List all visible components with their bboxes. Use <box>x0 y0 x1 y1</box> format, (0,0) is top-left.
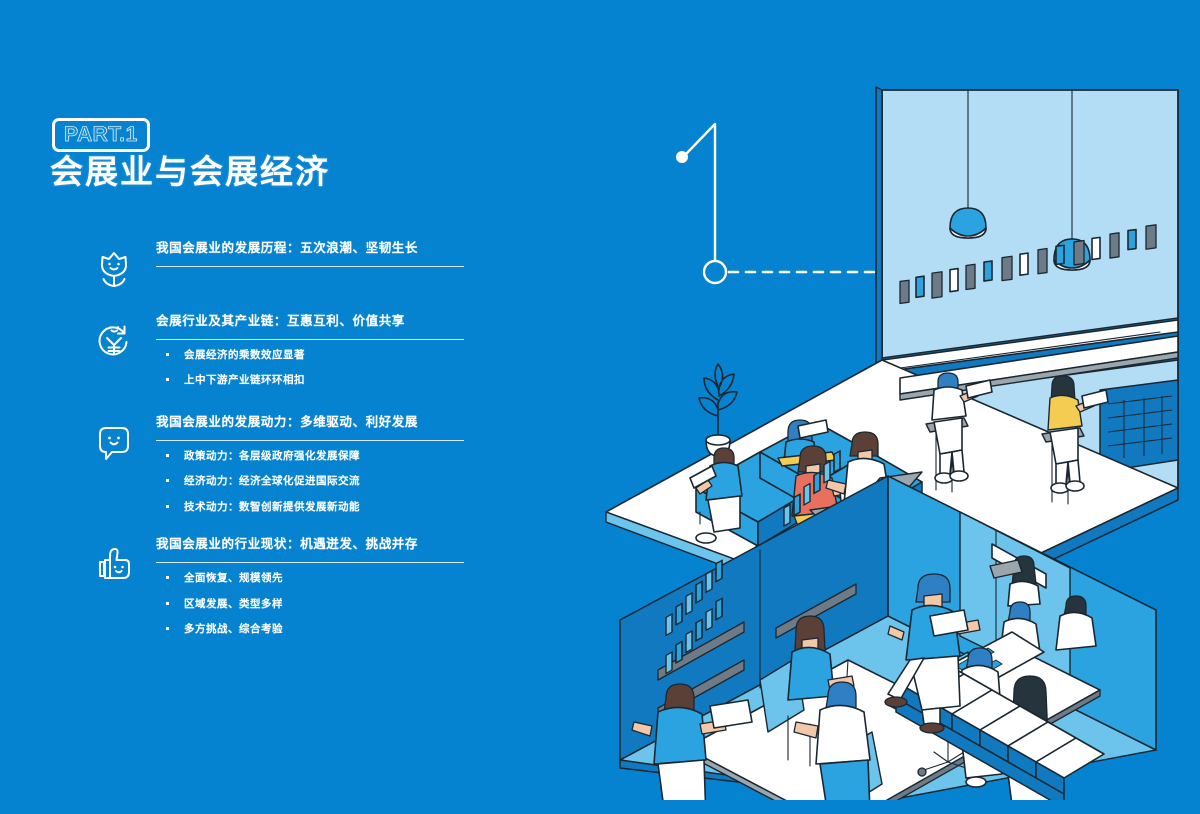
person-seated-far <box>759 615 855 767</box>
staircase <box>884 573 1105 800</box>
list-item: 经济动力：经济全球化促进国际交流 <box>156 476 490 487</box>
standing-desk-row <box>899 335 1179 505</box>
shelf-objects <box>899 224 1157 305</box>
person-standing-left <box>631 683 753 800</box>
list-item: 区域发展、类型多样 <box>156 598 490 610</box>
content-column: PART.1 会展业与会展经济 <box>0 0 520 814</box>
section-list: 我国会展业的发展历程：五次浪潮、坚韧生长 <box>90 240 490 653</box>
section-item[interactable]: 我国会展业的发展历程：五次浪潮、坚韧生长 <box>90 240 490 287</box>
list-item: 会展经济的乘数效应显著 <box>156 350 490 361</box>
section-body: 我国会展业的发展动力：多维驱动、利好发展 政策动力：各层级政府强化发展保障 经济… <box>156 414 490 512</box>
person-on-stairs <box>884 573 981 734</box>
section-body: 会展行业及其产业链：互惠互利、价值共享 会展经济的乘数效应显著 上中下游产业链环… <box>156 313 490 386</box>
person-standing-desk-a <box>925 372 993 493</box>
section-heading: 会展行业及其产业链：互惠互利、价值共享 <box>156 313 405 328</box>
section-heading: 我国会展业的发展动力：多维驱动、利好发展 <box>156 414 419 429</box>
thumbs-up-smile-icon <box>90 540 138 590</box>
page-title: 会展业与会展经济 <box>50 153 330 190</box>
flower-smile-icon <box>90 244 138 294</box>
speech-bubble-smile-icon <box>90 418 138 468</box>
bookshelves <box>657 450 857 719</box>
list-item: 上中下游产业链环环相扣 <box>156 375 490 386</box>
isometric-office-building-illustration: .ln { fill:none; stroke:#1b2730; stroke-… <box>600 60 1200 800</box>
list-item: 全面恢复、规模领先 <box>156 573 490 584</box>
section-heading: 我国会展业的发展历程：五次浪潮、坚韧生长 <box>156 241 419 255</box>
person-lounge-left <box>689 447 743 544</box>
section-divider <box>156 265 464 267</box>
person-seated-center <box>793 681 883 800</box>
section-body: 我国会展业的行业现状：机遇迸发、挑战并存 全面恢复、规模领先 区域发展、类型多样… <box>156 536 490 634</box>
section-body: 我国会展业的发展历程：五次浪潮、坚韧生长 <box>156 240 490 267</box>
section-item[interactable]: 我国会展业的发展动力：多维驱动、利好发展 政策动力：各层级政府强化发展保障 经济… <box>90 414 490 512</box>
list-item: 政策动力：各层级政府强化发展保障 <box>156 451 490 462</box>
bullet-list: 全面恢复、规模领先 区域发展、类型多样 多方挑战、综合考验 <box>156 573 490 635</box>
part-badge: PART.1 <box>52 118 150 152</box>
list-item: 技术动力：数智创新提供发展新动能 <box>156 502 490 513</box>
list-item: 多方挑战、综合考验 <box>156 624 490 635</box>
section-item[interactable]: 我国会展业的行业现状：机遇迸发、挑战并存 全面恢复、规模领先 区域发展、类型多样… <box>90 536 490 634</box>
section-heading: 我国会展业的行业现状：机遇迸发、挑战并存 <box>156 537 419 552</box>
section-item[interactable]: 会展行业及其产业链：互惠互利、价值共享 会展经济的乘数效应显著 上中下游产业链环… <box>90 313 490 386</box>
yen-circle-smile-icon <box>90 317 138 367</box>
pendant-lamp-left <box>949 90 987 239</box>
section-divider <box>156 562 464 563</box>
numeral-one-line-art <box>676 122 888 285</box>
bullet-list: 政策动力：各层级政府强化发展保障 经济动力：经济全球化促进国际交流 技术动力：数… <box>156 451 490 513</box>
bullet-list: 会展经济的乘数效应显著 上中下游产业链环环相扣 <box>156 350 490 386</box>
section-divider <box>156 439 464 441</box>
person-standing-desk-b <box>1041 375 1109 505</box>
section-divider <box>156 338 464 340</box>
